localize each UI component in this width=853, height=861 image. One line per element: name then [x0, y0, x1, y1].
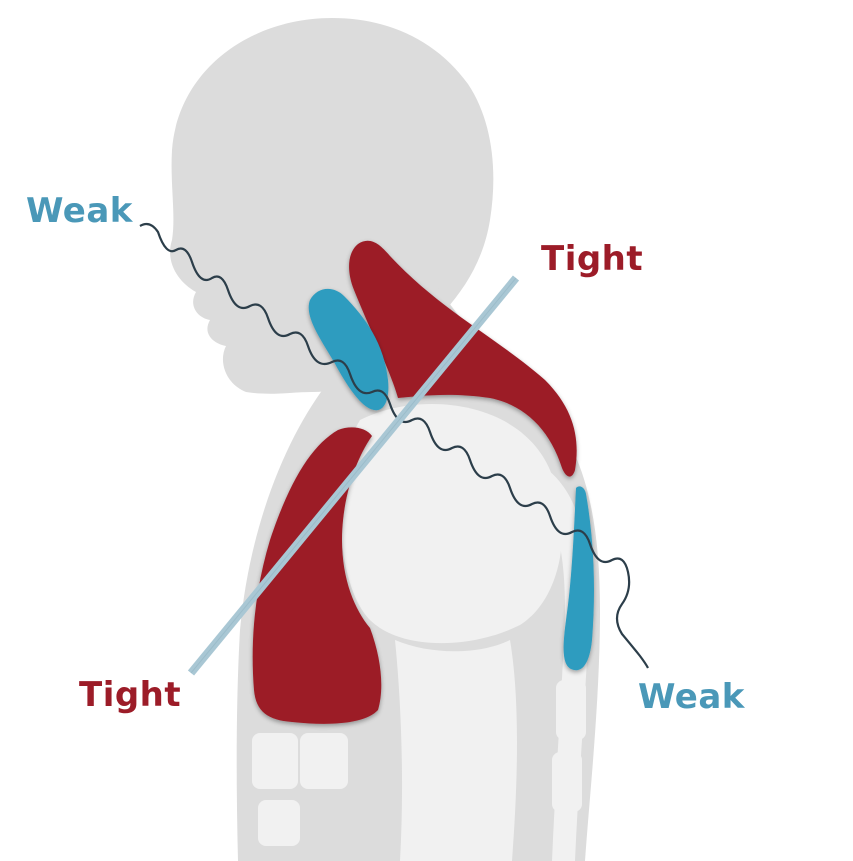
rib-3	[300, 733, 348, 789]
deep-neck-flexor-muscle	[308, 288, 389, 411]
pectoral-muscle	[252, 427, 382, 724]
tight-label-top: Tight	[541, 239, 644, 279]
tight-muscles	[252, 240, 577, 724]
weak-muscles	[308, 288, 594, 671]
rib-2	[258, 800, 300, 846]
tight-alignment-line-edge	[190, 277, 517, 674]
lower-back-muscle	[563, 486, 594, 671]
rib-5	[552, 752, 582, 812]
rib-4	[556, 680, 586, 740]
tight-label-bottom: Tight	[79, 675, 182, 715]
weak-alignment-wave-line	[139, 222, 649, 669]
upper-trapezius-muscle	[349, 240, 577, 477]
weak-label-top: Weak	[26, 191, 133, 231]
weak-label-bottom: Weak	[638, 677, 745, 717]
rib-1	[252, 733, 298, 789]
shoulder-blade	[340, 404, 563, 644]
humerus-bone	[395, 640, 517, 861]
